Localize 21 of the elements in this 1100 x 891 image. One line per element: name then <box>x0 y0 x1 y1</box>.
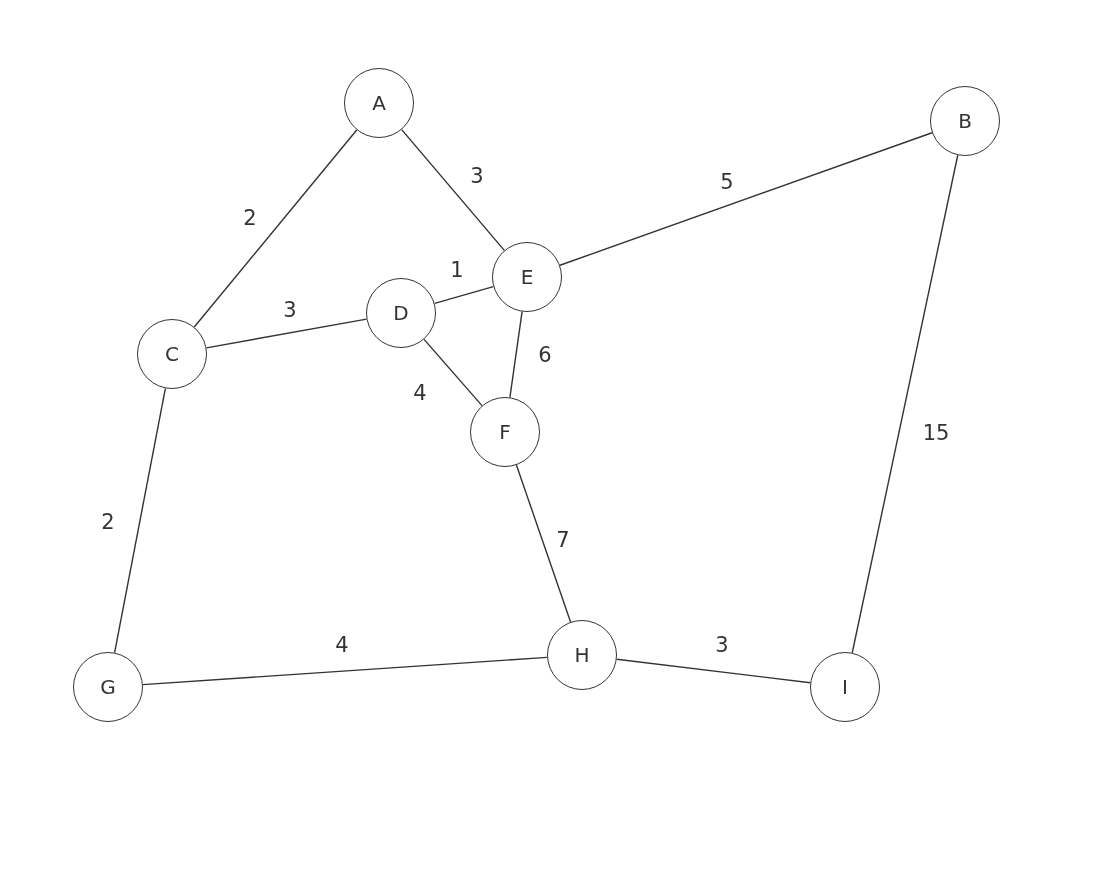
node-label: H <box>574 643 590 667</box>
node-label: A <box>372 91 386 115</box>
node-label: D <box>393 301 409 325</box>
connector-line <box>401 128 505 252</box>
connector-line <box>515 464 572 623</box>
connector-line <box>193 129 358 328</box>
connector-line <box>433 285 495 305</box>
connector-line <box>423 338 483 407</box>
connector-line <box>205 318 368 349</box>
node-label: C <box>165 342 179 366</box>
connector-line <box>509 310 523 399</box>
connector-line <box>559 132 933 266</box>
node-label: G <box>100 675 116 699</box>
connector-line <box>142 656 548 686</box>
node-label: E <box>520 265 534 289</box>
connector-line <box>616 658 811 684</box>
connector-line <box>113 387 167 654</box>
node-label: F <box>499 420 511 444</box>
node-label: I <box>842 675 848 699</box>
node-label: B <box>958 109 972 133</box>
connector-line <box>851 154 959 654</box>
